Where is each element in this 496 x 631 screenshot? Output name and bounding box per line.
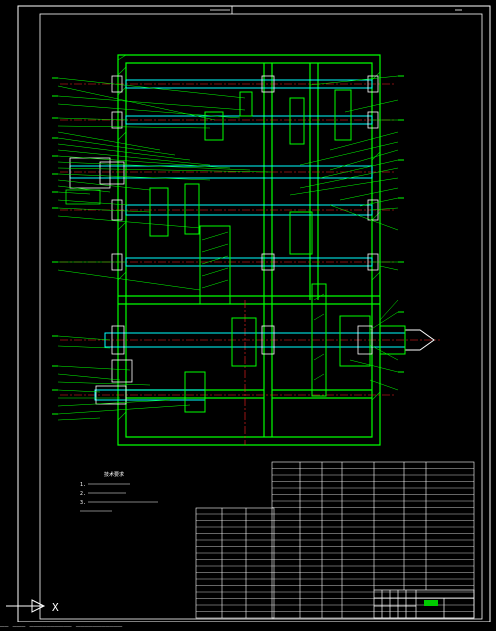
- shaft-centerlines: [60, 83, 440, 445]
- bearings: [111, 75, 379, 355]
- spindle-nose: [379, 325, 435, 355]
- title-block-logo: [424, 600, 438, 606]
- leader-lines-left: [57, 77, 271, 421]
- corner-marks: [210, 6, 462, 14]
- gears: [149, 89, 371, 413]
- ucs-x-label: X: [52, 601, 59, 614]
- command-line[interactable]: —— ——— —————————— ———————————: [0, 622, 496, 631]
- title-block: [373, 589, 475, 619]
- input-assembly: [65, 157, 133, 405]
- leader-lines-right: [289, 75, 399, 391]
- note-2: 2.: [80, 491, 86, 497]
- note-text-lines: [80, 483, 158, 512]
- ucs-icon: X: [6, 599, 59, 614]
- gear-hatching: [201, 231, 325, 381]
- note-1: 1.: [80, 482, 86, 488]
- notes-title: 技术要求: [104, 471, 124, 478]
- gearbox-housing: [117, 54, 381, 446]
- technical-notes: 技术要求 1. 2. 3.: [80, 471, 124, 506]
- note-3: 3.: [80, 500, 86, 506]
- housing-hatch: [117, 54, 381, 421]
- drawing-border-inner: [39, 13, 483, 620]
- parts-table-rows: [196, 468, 474, 612]
- leader-label-ticks: [52, 75, 404, 415]
